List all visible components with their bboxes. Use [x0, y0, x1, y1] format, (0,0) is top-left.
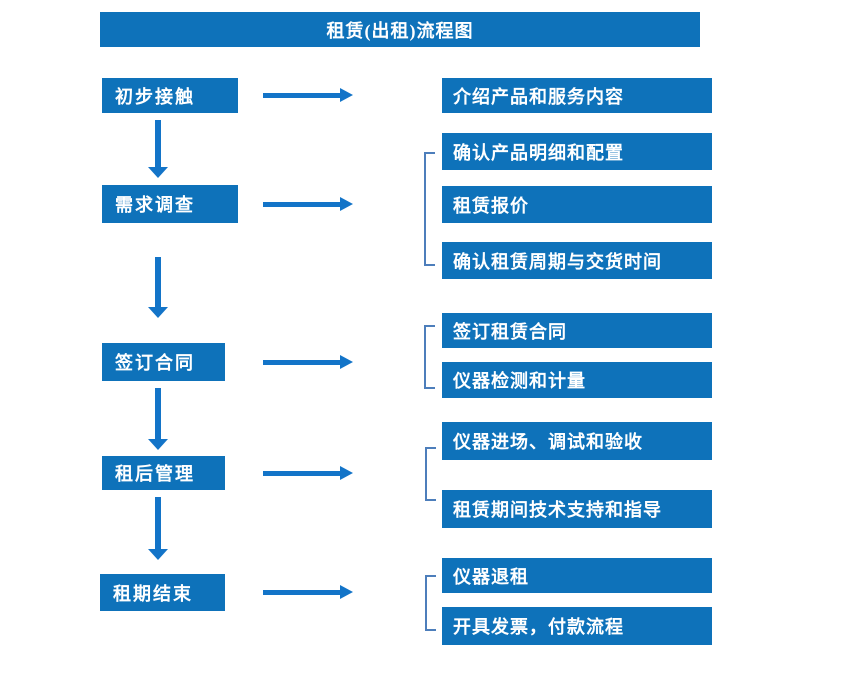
stage-rental-end: 租期结束 [100, 574, 225, 611]
detail-rental-quotation: 租赁报价 [442, 186, 712, 223]
bracket-group-1 [424, 152, 435, 266]
detail-instrument-return: 仪器退租 [442, 558, 712, 593]
bracket-group-2 [424, 325, 435, 389]
arrow-right-4 [263, 466, 353, 480]
detail-confirm-rental-period-delivery: 确认租赁周期与交货时间 [442, 242, 712, 279]
stage-demand-survey: 需求调查 [102, 185, 238, 223]
stage-post-rental-management: 租后管理 [102, 456, 225, 490]
detail-instrument-setup-acceptance: 仪器进场、调试和验收 [442, 422, 712, 460]
flowchart-title: 租赁(出租)流程图 [100, 12, 700, 47]
stage-sign-contract: 签订合同 [102, 343, 225, 381]
arrow-right-2 [263, 197, 353, 211]
detail-introduce-products-services: 介绍产品和服务内容 [442, 78, 712, 113]
arrow-right-3 [263, 355, 353, 369]
bracket-group-4 [425, 575, 436, 631]
detail-sign-rental-contract: 签订租赁合同 [442, 313, 712, 348]
stage-initial-contact: 初步接触 [102, 78, 238, 113]
detail-rental-tech-support: 租赁期间技术支持和指导 [442, 490, 712, 528]
detail-invoice-payment: 开具发票，付款流程 [442, 607, 712, 645]
arrow-down-3 [148, 388, 168, 450]
arrow-down-1 [148, 120, 168, 178]
arrow-right-5 [263, 585, 353, 599]
arrow-down-4 [148, 497, 168, 560]
arrow-down-2 [148, 257, 168, 318]
arrow-right-1 [263, 88, 353, 102]
bracket-group-3 [425, 447, 436, 501]
detail-instrument-inspection-measurement: 仪器检测和计量 [442, 362, 712, 398]
detail-confirm-product-details-config: 确认产品明细和配置 [442, 133, 712, 170]
